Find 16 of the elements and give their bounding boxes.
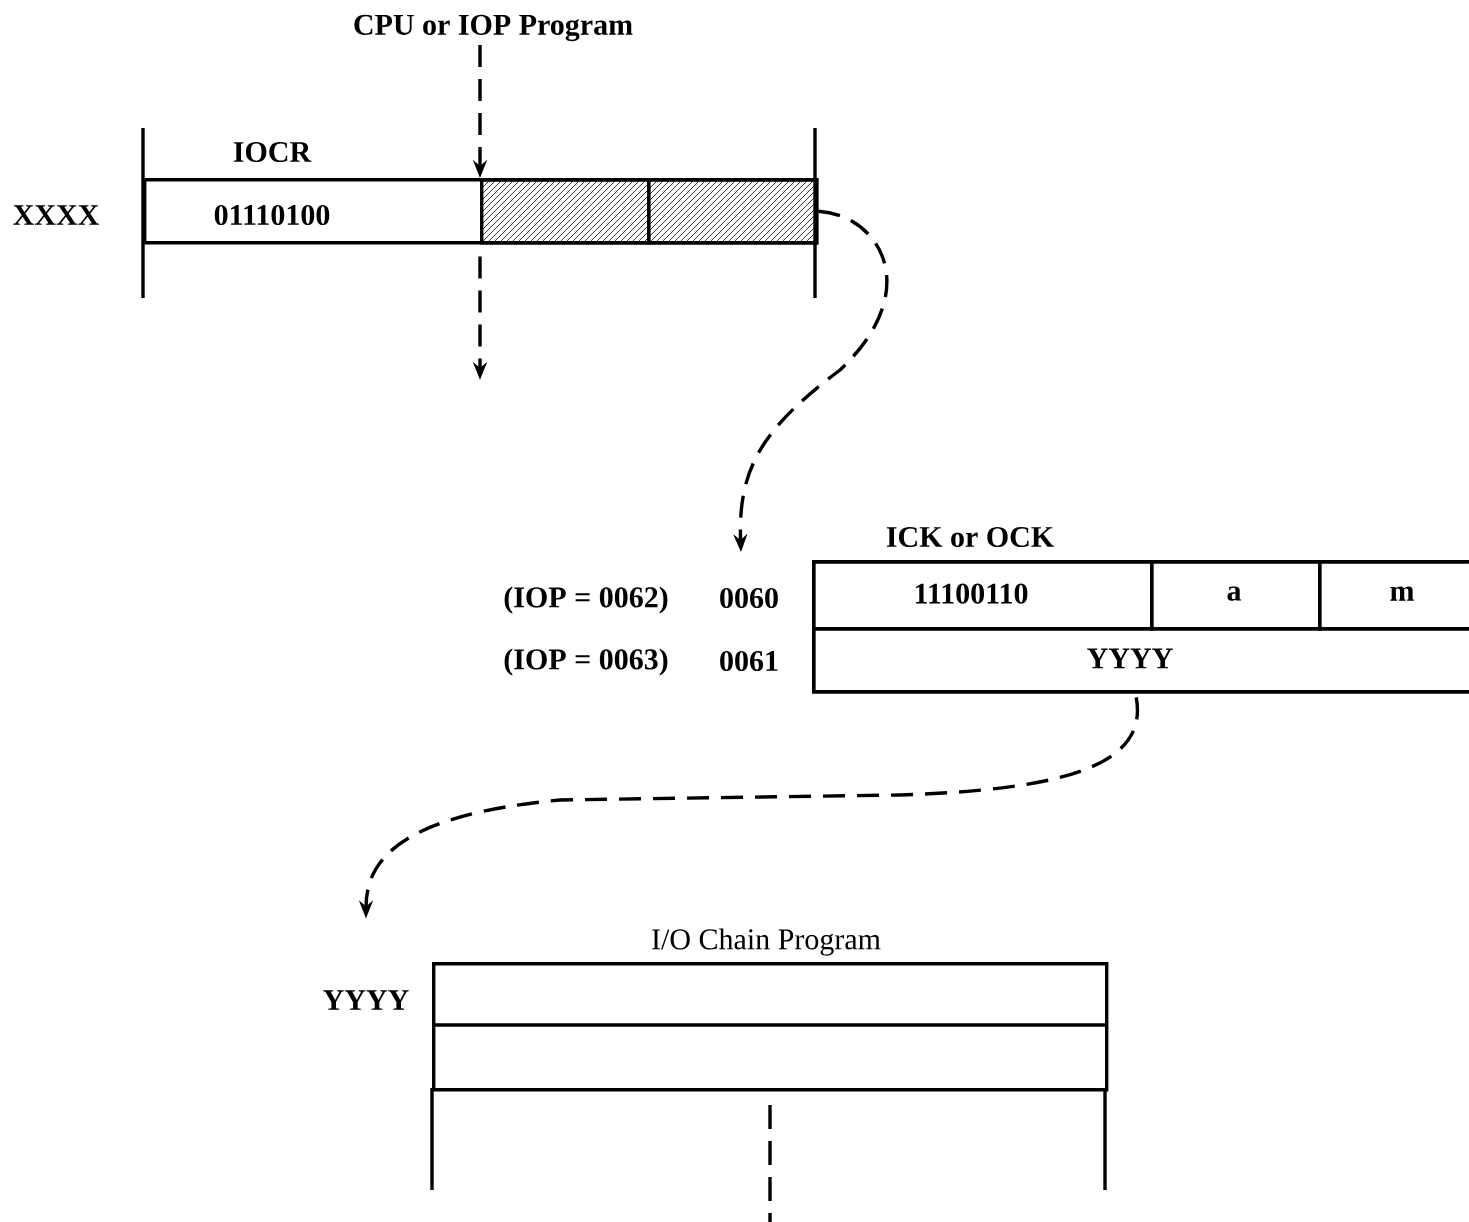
field-cell: m [1318, 560, 1469, 631]
block-name: ICK or OCK [886, 526, 1054, 548]
register-name: IOCR [233, 141, 312, 163]
address-note: (IOP = 0063) [504, 648, 668, 676]
source-label: CPU or IOP Program [354, 14, 633, 42]
field-cell: 11100110 [812, 560, 1154, 631]
address-note: (IOP = 0062) [504, 586, 668, 614]
address-label: 0060 [720, 587, 778, 609]
block-name: I/O Chain Program [652, 928, 881, 956]
register-value: 01110100 [214, 204, 330, 226]
address-label: 0061 [720, 650, 778, 672]
field-cell: a [1150, 560, 1322, 631]
address-label: XXXX [13, 205, 99, 225]
field-cell: YYYY [812, 627, 1469, 694]
address-label: YYYY [323, 990, 409, 1010]
hatched-cell [647, 178, 819, 245]
